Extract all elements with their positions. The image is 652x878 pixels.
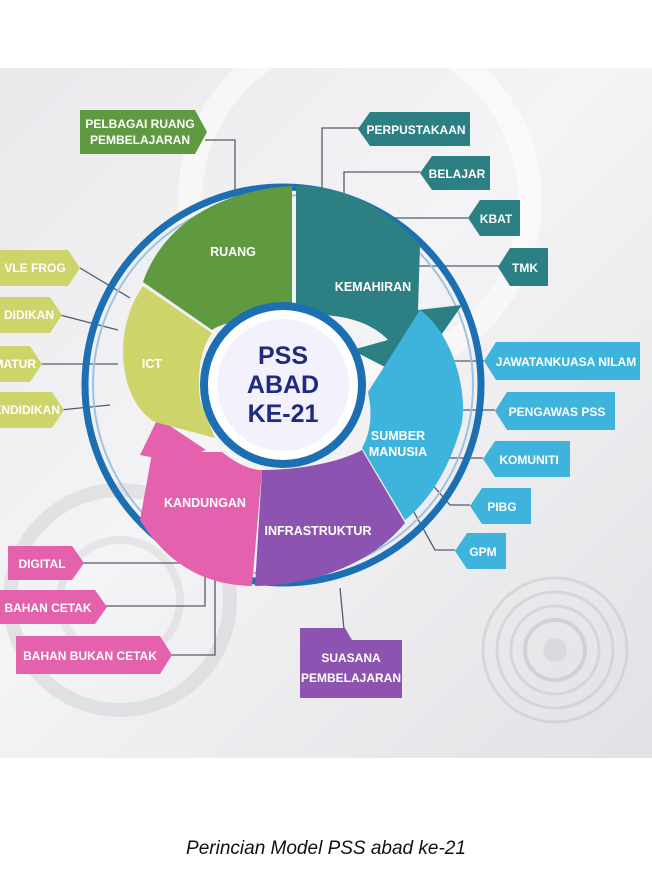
tag-ict-2: DIDIKAN — [0, 297, 62, 333]
svg-text:PEMBELAJARAN: PEMBELAJARAN — [301, 671, 401, 685]
svg-text:ENDIDIKAN: ENDIDIKAN — [0, 403, 60, 417]
center-title-line2: ABAD — [247, 371, 319, 399]
segment-ict — [123, 286, 215, 438]
segment-label-ict: ICT — [142, 357, 163, 371]
tag-pengawas-pss: PENGAWAS PSS — [495, 392, 615, 430]
svg-text:VLE FROG: VLE FROG — [4, 261, 65, 275]
tag-bahan-cetak: BAHAN CETAK — [0, 590, 107, 624]
model-diagram: PSS ABAD KE-21 RUANG KEMAHIRAN SUMBER MA… — [0, 68, 652, 758]
svg-text:MATUR: MATUR — [0, 357, 36, 371]
svg-text:BAHAN CETAK: BAHAN CETAK — [4, 601, 91, 615]
svg-text:TMK: TMK — [512, 261, 538, 275]
tag-gpm: GPM — [455, 533, 506, 569]
svg-text:PENGAWAS PSS: PENGAWAS PSS — [509, 405, 606, 419]
segment-label-sumber-2: MANUSIA — [369, 445, 427, 459]
svg-text:BAHAN BUKAN CETAK: BAHAN BUKAN CETAK — [23, 649, 157, 663]
svg-text:DIDIKAN: DIDIKAN — [4, 308, 54, 322]
svg-text:KBAT: KBAT — [480, 212, 513, 226]
segment-kandungan-arrow — [140, 418, 206, 462]
svg-text:SUASANA: SUASANA — [321, 651, 381, 665]
tag-digital: DIGITAL — [8, 546, 84, 580]
tag-pelbagai-ruang: PELBAGAI RUANG PEMBELAJARAN — [80, 110, 207, 154]
tag-ict-3: MATUR — [0, 346, 42, 382]
svg-text:JAWATANKUASA NILAM: JAWATANKUASA NILAM — [496, 355, 636, 369]
tag-ict-4: ENDIDIKAN — [0, 392, 64, 428]
tag-suasana-pembelajaran: SUASANA PEMBELAJARAN — [300, 628, 402, 698]
segment-kandungan — [140, 420, 262, 586]
svg-text:PERPUSTAKAAN: PERPUSTAKAAN — [366, 123, 465, 137]
camera-lens-icon — [481, 576, 629, 724]
svg-text:PEMBELAJARAN: PEMBELAJARAN — [90, 133, 190, 147]
svg-text:PIBG: PIBG — [487, 500, 516, 514]
segment-label-kemahiran: KEMAHIRAN — [335, 280, 411, 294]
center-title-line3: KE-21 — [248, 400, 319, 428]
segment-label-infrastruktur: INFRASTRUKTUR — [265, 524, 372, 538]
svg-text:KOMUNITI: KOMUNITI — [499, 453, 558, 467]
svg-text:PELBAGAI RUANG: PELBAGAI RUANG — [85, 117, 194, 131]
figure-caption: Perincian Model PSS abad ke-21 — [186, 838, 466, 859]
tag-jawatankuasa-nilam: JAWATANKUASA NILAM — [484, 342, 640, 380]
svg-text:DIGITAL: DIGITAL — [18, 557, 65, 571]
segment-infrastruktur — [255, 450, 405, 586]
tag-komuniti: KOMUNITI — [483, 441, 570, 477]
segment-label-kandungan: KANDUNGAN — [164, 496, 246, 510]
svg-text:GPM: GPM — [469, 545, 496, 559]
segment-label-sumber-1: SUMBER — [371, 429, 425, 443]
tag-pibg: PIBG — [470, 488, 531, 524]
tag-belajar: BELAJAR — [420, 156, 490, 190]
svg-text:BELAJAR: BELAJAR — [429, 167, 486, 181]
tag-tmk: TMK — [498, 248, 548, 286]
tag-vle-frog: VLE FROG — [0, 250, 80, 286]
center-title-line1: PSS — [258, 342, 308, 370]
tag-bahan-bukan-cetak: BAHAN BUKAN CETAK — [16, 636, 172, 674]
segment-ruang — [143, 186, 292, 330]
tag-kbat: KBAT — [468, 200, 520, 236]
segment-sumber — [362, 310, 464, 520]
segment-label-ruang: RUANG — [210, 245, 256, 259]
tag-perpustakaan: PERPUSTAKAAN — [358, 112, 470, 146]
